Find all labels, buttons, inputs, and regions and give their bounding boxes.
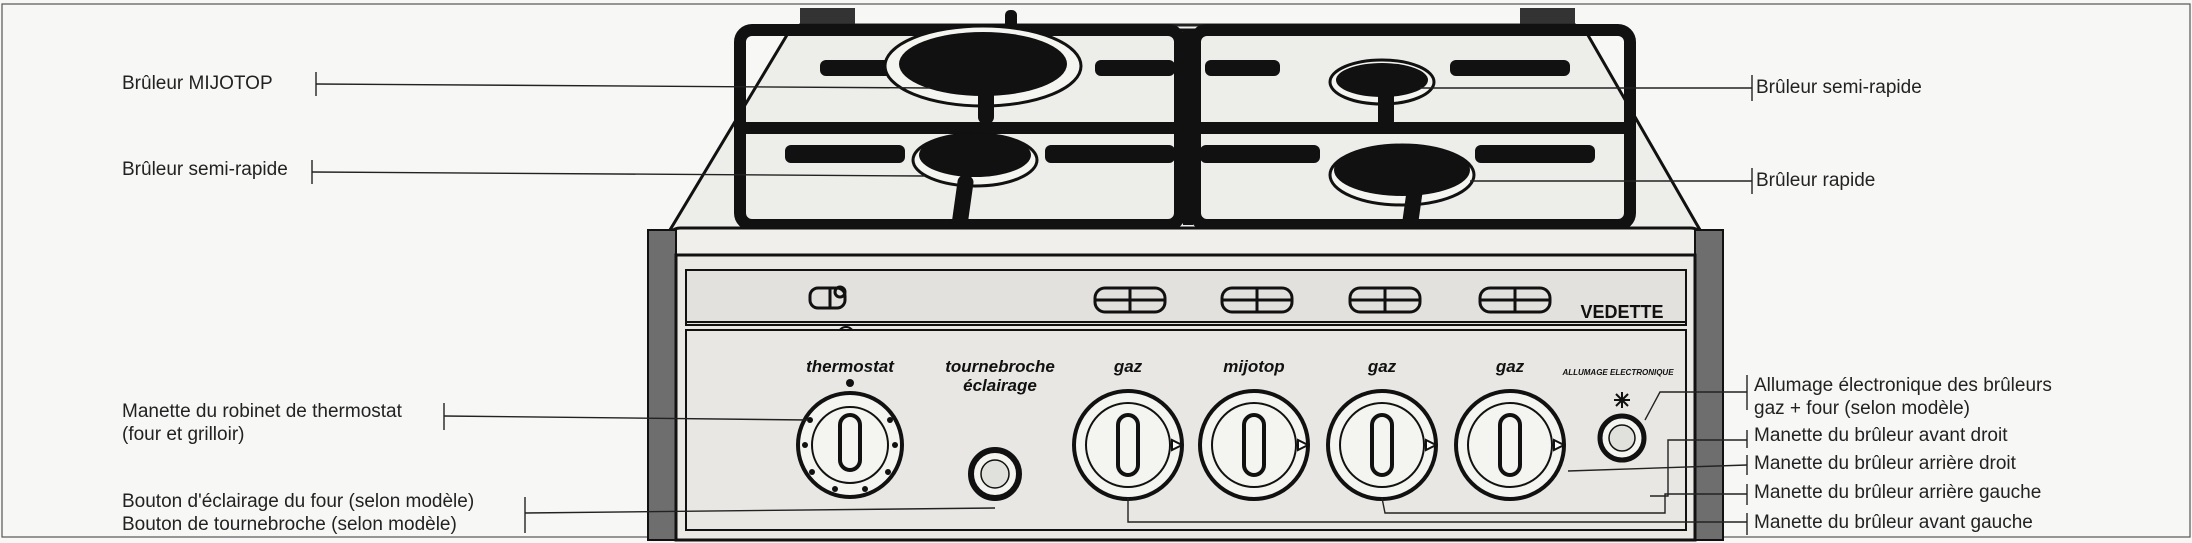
- label-bruleur-semi-rapide-left: Brûleur semi-rapide: [122, 159, 288, 180]
- knob-avant-droit[interactable]: [1454, 389, 1567, 501]
- eclairage-button[interactable]: [968, 447, 1022, 501]
- knob-label-mijotop: mijotop: [1223, 357, 1284, 376]
- label-manette-arriere-droit: Manette du brûleur arrière droit: [1754, 453, 2016, 474]
- label-bruleur-rapide: Brûleur rapide: [1756, 170, 1876, 191]
- knob-arriere-gauche[interactable]: [1326, 389, 1439, 501]
- knob-label-tournebroche: tournebroche: [945, 357, 1055, 376]
- knob-label-gaz-2: gaz: [1367, 357, 1397, 376]
- knob-label-gaz-1: gaz: [1113, 357, 1143, 376]
- burner-rapide-front-right: [1328, 143, 1476, 235]
- knob-mijotop[interactable]: [1198, 389, 1311, 501]
- spark-icon: [1614, 392, 1630, 408]
- label-allumage-electronique: Allumage électronique des brûleurs gaz +…: [1754, 375, 2052, 419]
- knob-label-allumage: ALLUMAGE ELECTRONIQUE: [1561, 368, 1674, 377]
- leader-lines: [311, 72, 1753, 535]
- label-bruleur-semi-rapide-right: Brûleur semi-rapide: [1756, 77, 1922, 98]
- burner-semi-rapide-rear-right: [1328, 58, 1436, 128]
- label-manette-thermostat: Manette du robinet de thermostat (four e…: [122, 401, 402, 445]
- label-manette-arriere-gauche: Manette du brûleur arrière gauche: [1754, 482, 2042, 503]
- label-bruleur-mijotop: Brûleur MIJOTOP: [122, 73, 273, 94]
- label-manette-avant-gauche: Manette du brûleur avant gauche: [1754, 512, 2033, 533]
- thermostat-knob[interactable]: [796, 391, 904, 499]
- indicator-strip: VEDETTE: [685, 269, 1687, 344]
- label-manette-avant-droit: Manette du brûleur avant droit: [1754, 425, 2008, 446]
- brand-name: VEDETTE: [1580, 302, 1663, 322]
- knob-avant-gauche[interactable]: [1072, 389, 1185, 501]
- allumage-button[interactable]: [1597, 413, 1647, 463]
- knob-label-eclairage: éclairage: [963, 376, 1037, 395]
- burner-semi-rapide-front-left: [911, 132, 1039, 230]
- label-bouton-eclairage: Bouton d'éclairage du four (selon modèle…: [122, 491, 475, 535]
- cooktop: [667, 10, 1703, 235]
- burner-mijotop: [883, 24, 1083, 124]
- knob-label-thermostat: thermostat: [806, 357, 895, 376]
- knob-label-gaz-3: gaz: [1495, 357, 1525, 376]
